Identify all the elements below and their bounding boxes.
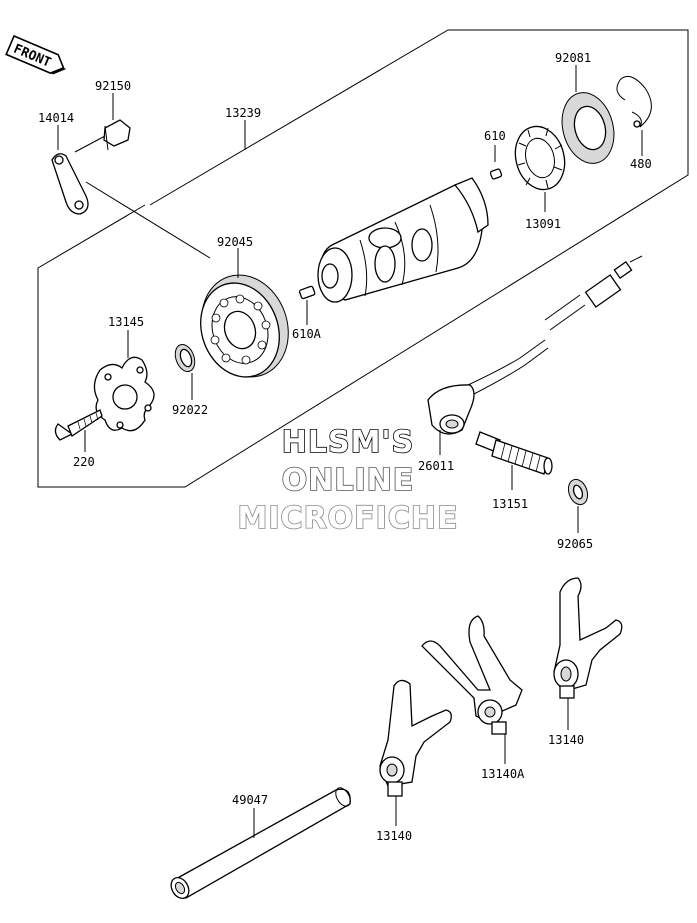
watermark-line-1: HLSM'S [282,425,414,460]
label-13239: 13239 [225,106,261,120]
bolt-92150-icon [74,119,131,153]
pin-610-icon [489,168,503,180]
shift-fork-right-icon [553,577,623,699]
plate-92081-icon [561,92,615,164]
sensor-26011-icon [427,255,643,435]
leader-14014-b [85,181,211,259]
label-13151: 13151 [492,497,528,511]
star-plate-13145-icon [93,356,155,432]
label-13140-left: 13140 [376,829,412,843]
front-arrow-icon: FRONT [5,34,67,75]
label-220: 220 [73,455,95,469]
circlip-480-icon [616,75,652,128]
label-13140a: 13140A [481,767,525,781]
label-610a: 610A [292,327,322,341]
label-92022: 92022 [172,403,208,417]
pin-610a-icon [298,285,316,300]
washer-92065-icon [567,478,589,506]
label-92081: 92081 [555,51,591,65]
screw-220-icon [54,409,103,441]
assembly-outline [37,29,689,488]
label-480: 480 [630,157,652,171]
shift-drum-icon [317,177,489,303]
label-92065: 92065 [557,537,593,551]
label-92150: 92150 [95,79,131,93]
label-49047: 49047 [232,793,268,807]
plate-14014-icon [51,153,89,215]
gear-13091-icon [514,125,566,191]
spring-pin-13151-icon [475,431,553,475]
label-92045: 92045 [217,235,253,249]
shift-fork-middle-icon [421,615,523,735]
label-13091: 13091 [525,217,561,231]
label-26011: 26011 [418,459,454,473]
label-14014: 14014 [38,111,74,125]
label-13145: 13145 [108,315,144,329]
bearing-92045-icon [200,274,289,378]
shaft-49047-icon [170,787,351,899]
label-610: 610 [484,129,506,143]
label-13140-right: 13140 [548,733,584,747]
washer-92022-icon [174,343,196,373]
shift-fork-left-icon [379,679,452,797]
watermark-line-3: MICROFICHE [238,501,459,536]
watermark-line-2: ONLINE [282,463,415,498]
